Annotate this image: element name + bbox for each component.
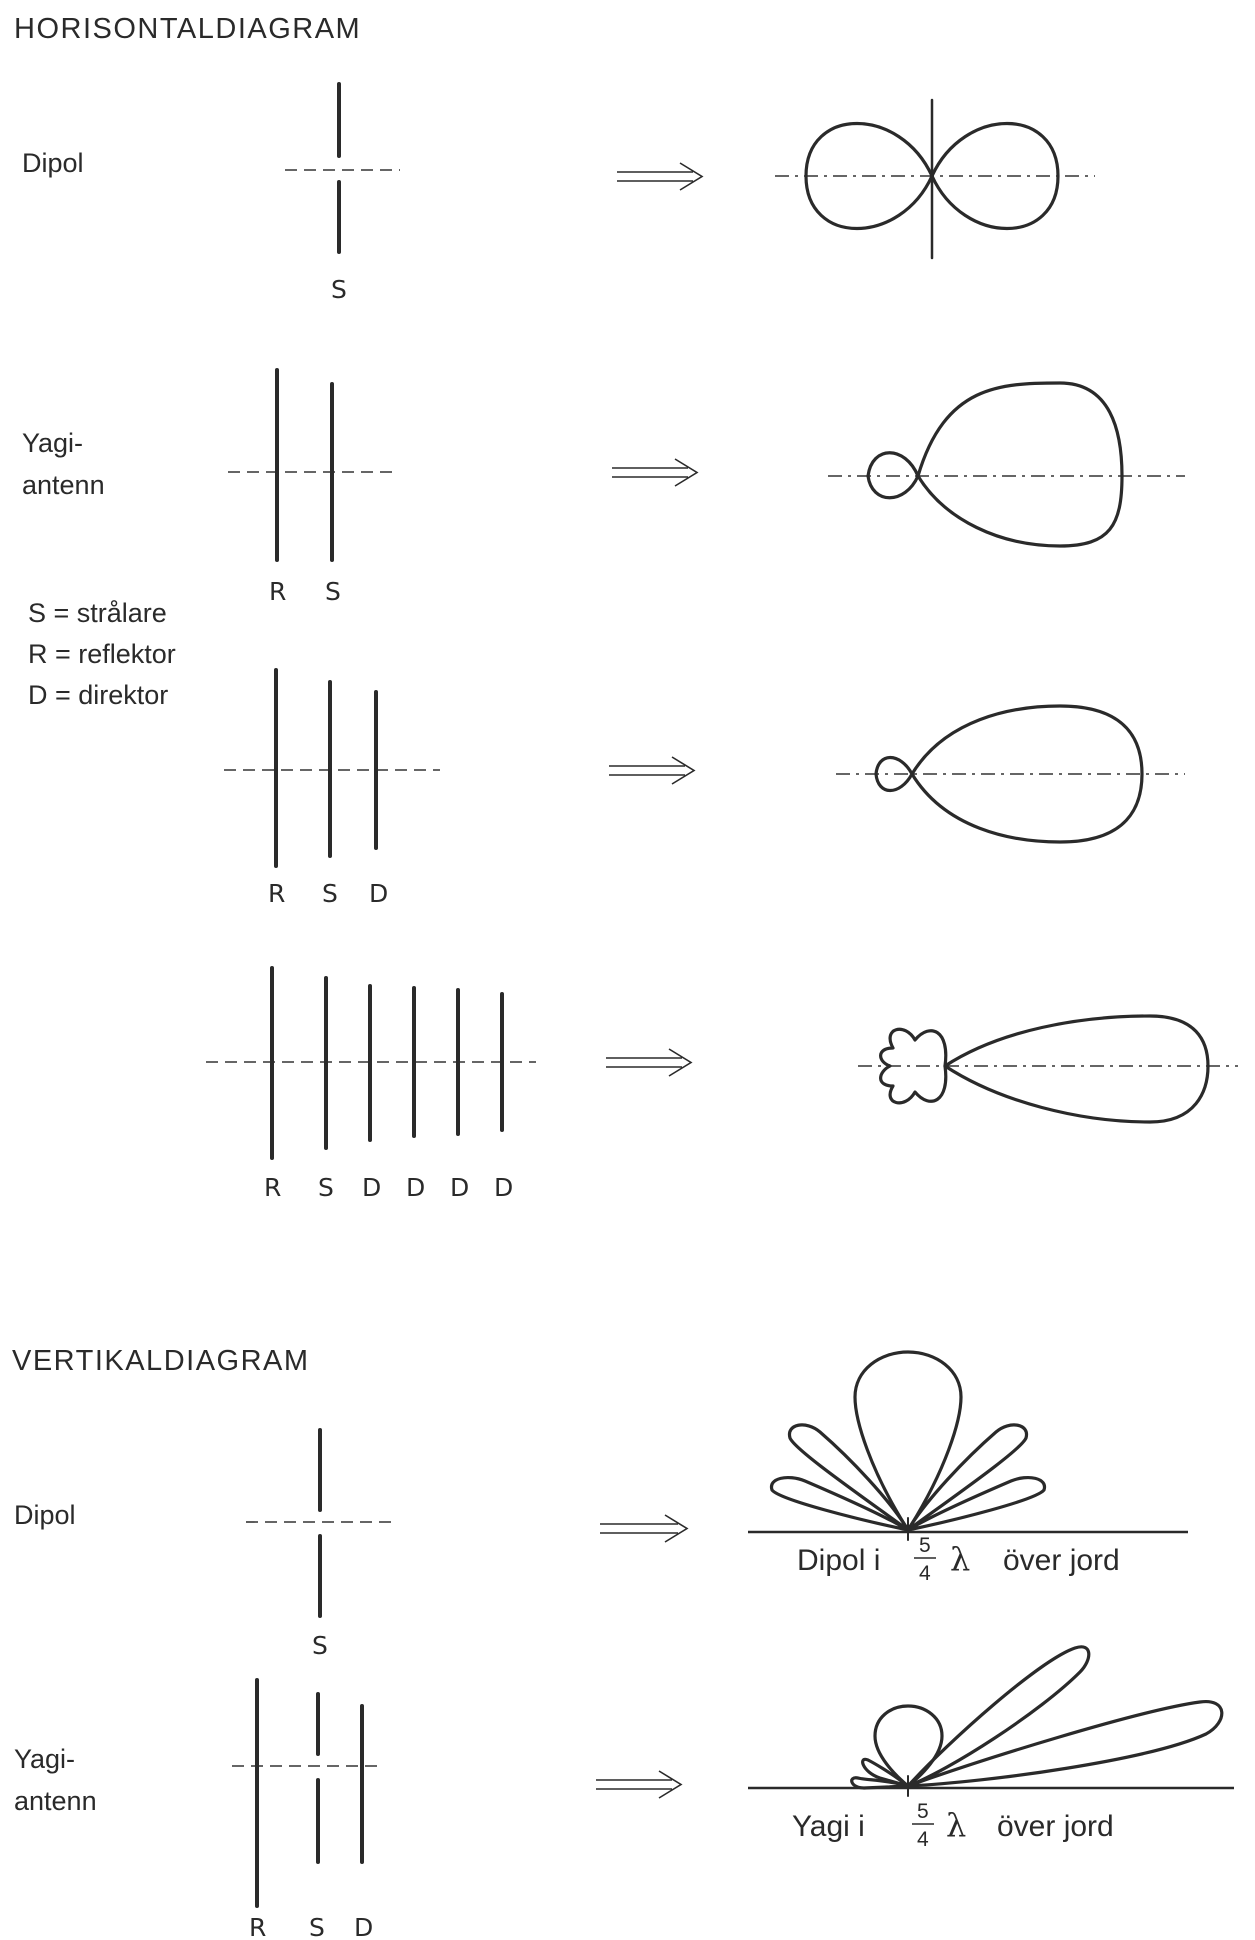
h-row-1-label: Dipol — [22, 148, 84, 178]
element-label: D — [406, 1173, 425, 1202]
horizontal-diagram-title: HORISONTALDIAGRAM — [14, 13, 361, 45]
yagi-3-horizontal-pattern — [836, 704, 1185, 844]
caption-prefix: Dipol i — [797, 1544, 880, 1577]
element-label: S — [331, 275, 347, 304]
element-label: S — [309, 1913, 325, 1940]
element-label: S — [318, 1173, 334, 1202]
arrow-icon — [612, 458, 699, 487]
yagi-vertical-pattern: Yagi i 5 4 λ över jord — [748, 1645, 1234, 1851]
arrow-icon — [600, 1514, 689, 1543]
h-row-yagi-2: Yagi- antenn R S — [22, 368, 1185, 606]
h-row-yagi-6: R S D D D D — [206, 966, 1238, 1202]
h-row-yagi-3: R S D — [224, 668, 1185, 908]
legend-item-d: D = direktor — [28, 680, 168, 710]
v-row-2-label-line-2: antenn — [14, 1786, 97, 1816]
arrow-icon — [596, 1770, 683, 1799]
yagi-6-horizontal-pattern — [858, 1014, 1238, 1124]
lambda-symbol: λ — [950, 1540, 970, 1578]
yagi-6-element-drawing: R S D D D D — [206, 966, 536, 1202]
back-lobe — [850, 1776, 910, 1790]
directional-lobe — [874, 704, 1144, 844]
upper-main-lobe — [906, 1645, 1091, 1788]
yagi-element-drawing: R S D — [232, 1678, 384, 1940]
h-row-2-label-line-2: antenn — [22, 470, 105, 500]
h-row-2-label-line-1: Yagi- — [22, 428, 83, 458]
legend-item-r: R = reflektor — [28, 639, 176, 669]
vertical-diagram-title: VERTIKALDIAGRAM — [12, 1345, 310, 1377]
dipole-caption: Dipol i 5 4 λ över jord — [797, 1534, 1120, 1585]
arrow-icon — [606, 1048, 693, 1077]
dipole-vertical-pattern: Dipol i 5 4 λ över jord — [748, 1350, 1188, 1585]
main-lobe — [943, 1014, 1210, 1124]
fraction-denominator: 4 — [919, 1562, 931, 1585]
dipole-element-drawing: S — [246, 1428, 396, 1660]
v-row-yagi: Yagi- antenn R S D Yagi i — [14, 1645, 1234, 1940]
element-label: D — [362, 1173, 381, 1202]
element-label: R — [268, 879, 285, 908]
caption-prefix: Yagi i — [792, 1810, 865, 1843]
yagi-3-element-drawing: R S D — [224, 668, 440, 908]
yagi-2-element-drawing: R S — [228, 368, 392, 606]
fraction-numerator: 5 — [917, 1800, 929, 1823]
lambda-symbol: λ — [946, 1806, 966, 1844]
h-row-dipole: Dipol S — [22, 82, 1095, 304]
left-lower-lobe — [769, 1476, 910, 1532]
element-label: R — [249, 1913, 266, 1940]
element-label: D — [450, 1173, 469, 1202]
legend-item-s: S = strålare — [28, 598, 167, 628]
back-lobes — [879, 1027, 948, 1105]
caption-suffix: över jord — [997, 1810, 1114, 1843]
element-label: S — [312, 1631, 328, 1660]
element-label: S — [322, 879, 338, 908]
element-label: D — [494, 1173, 513, 1202]
directional-lobe — [866, 381, 1124, 548]
v-row-dipole: Dipol S Dipol i 5 4 λ — [14, 1350, 1188, 1660]
element-label: S — [325, 577, 341, 606]
right-upper-lobe — [906, 1423, 1029, 1532]
dipole-element-drawing: S — [285, 82, 400, 304]
element-label: D — [354, 1913, 373, 1940]
arrow-icon — [617, 162, 704, 191]
back-lobe — [861, 1757, 910, 1788]
left-upper-lobe — [787, 1423, 910, 1532]
fraction-denominator: 4 — [917, 1828, 929, 1851]
figure-eight-lobe — [804, 121, 1060, 231]
lower-main-lobe — [906, 1700, 1224, 1788]
fraction-numerator: 5 — [919, 1534, 931, 1557]
element-label: R — [269, 577, 286, 606]
v-row-1-label: Dipol — [14, 1500, 76, 1530]
dipole-horizontal-pattern — [775, 98, 1095, 260]
v-row-2-label-line-1: Yagi- — [14, 1744, 75, 1774]
legend: S = strålare R = reflektor D = direktor — [28, 598, 176, 710]
element-label: D — [369, 879, 388, 908]
caption-suffix: över jord — [1003, 1544, 1120, 1577]
vertical-main-lobe — [853, 1350, 963, 1532]
arrow-icon — [609, 756, 696, 785]
yagi-2-horizontal-pattern — [828, 381, 1185, 548]
right-lower-lobe — [906, 1476, 1047, 1532]
element-label: R — [264, 1173, 281, 1202]
yagi-caption: Yagi i 5 4 λ över jord — [792, 1800, 1114, 1851]
